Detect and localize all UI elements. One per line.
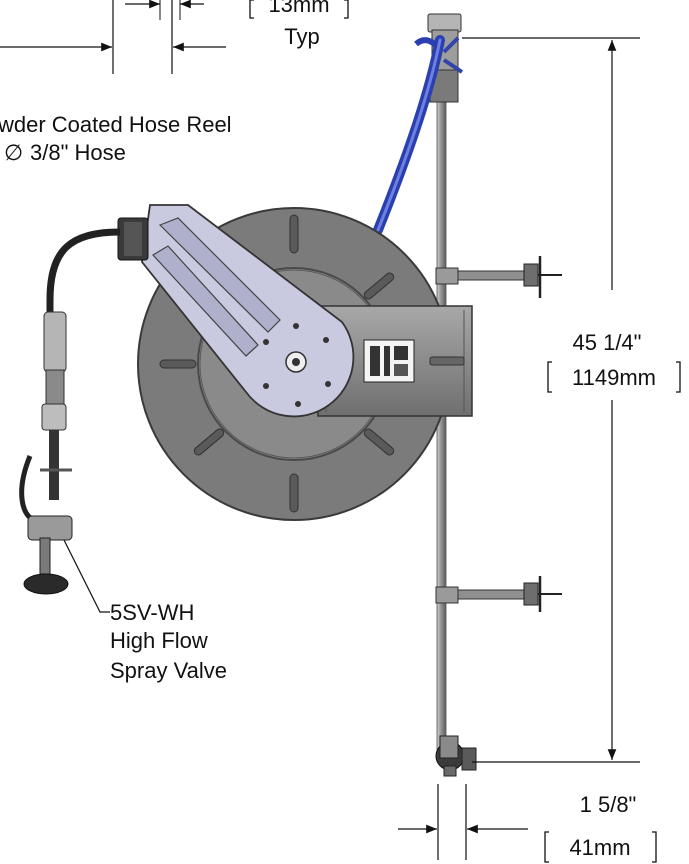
wall-bracket-upper xyxy=(435,256,562,298)
height-imperial-label: 45 1/4" xyxy=(573,330,642,355)
height-dimension: 45 1/4" 1149mm xyxy=(462,37,681,763)
width-imperial-label: 1 5/8" xyxy=(580,792,637,817)
supply-hose xyxy=(373,35,445,235)
top-dim-metric-label: 13mm xyxy=(268,0,329,17)
spray-valve-assembly xyxy=(19,228,121,595)
width-metric-label: 41mm xyxy=(569,835,630,860)
valve-label-line2: High Flow xyxy=(110,628,208,653)
width-dimension: 1 5/8" 41mm xyxy=(398,784,657,863)
wall-bracket-lower xyxy=(435,576,562,612)
top-dim-note-label: Typ xyxy=(284,24,319,49)
diameter-symbol: ∅ xyxy=(4,140,23,165)
reel-label-line2: 3/8" Hose xyxy=(30,140,126,165)
top-dimension: 13mm Typ xyxy=(0,0,349,74)
valve-label-line3: Spray Valve xyxy=(110,658,227,683)
valve-label-line1: 5SV-WH xyxy=(110,600,194,625)
height-metric-label: 1149mm xyxy=(572,365,656,390)
reel-label-line1: wder Coated Hose Reel xyxy=(0,112,232,137)
swing-arm xyxy=(117,204,355,418)
valve-leader-line xyxy=(63,539,110,613)
